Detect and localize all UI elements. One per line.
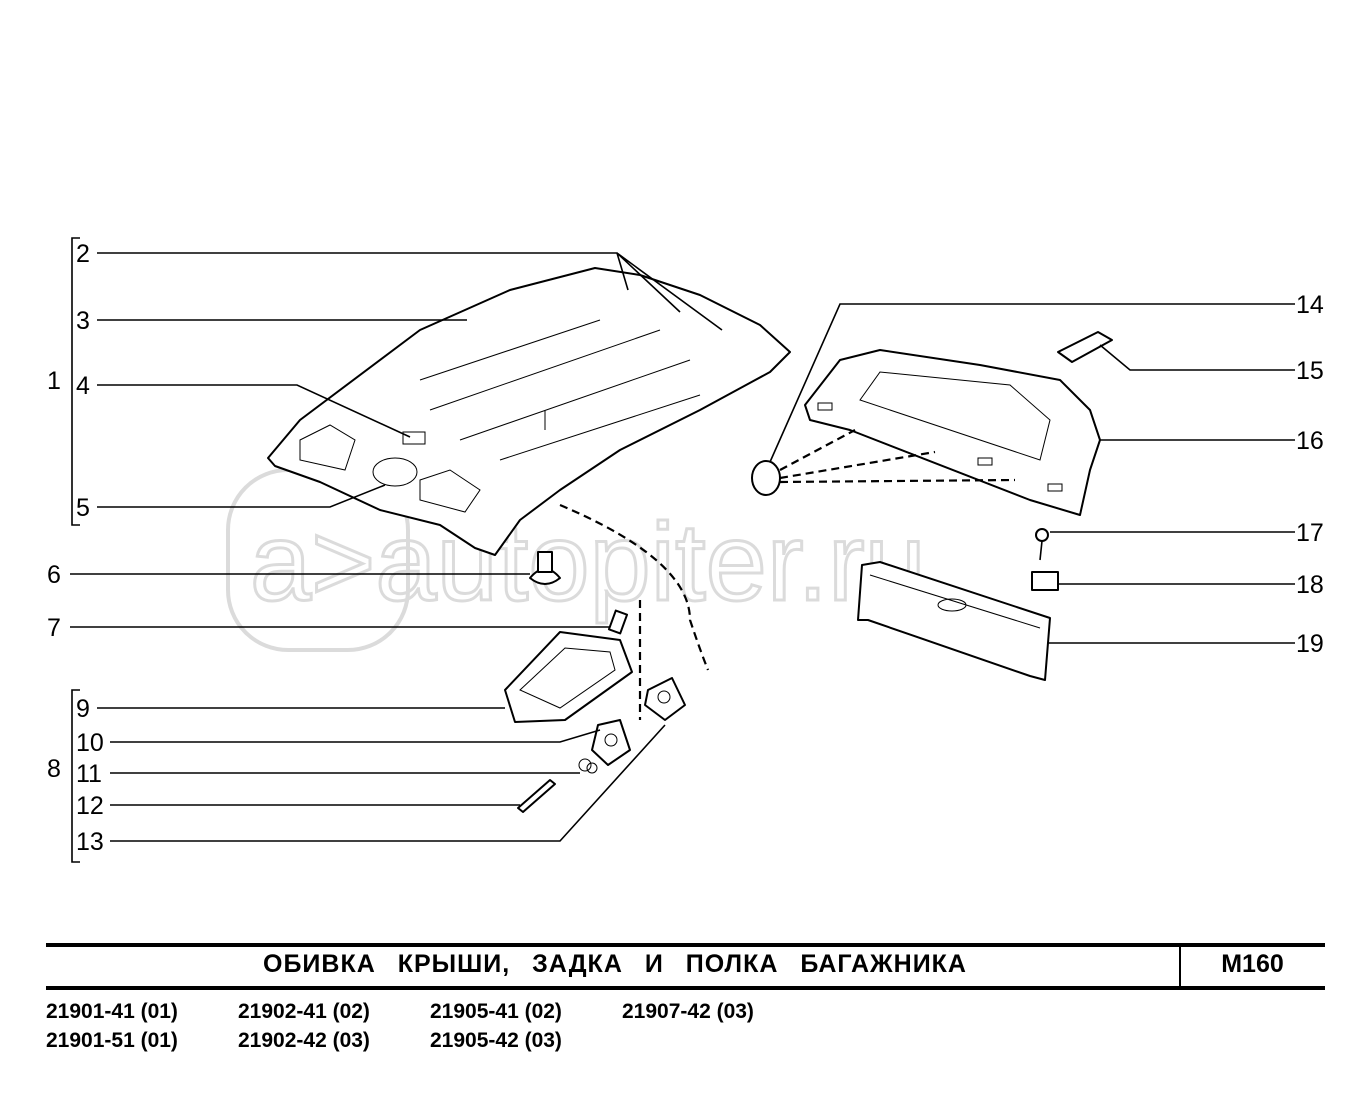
callout-19: 19 — [1296, 630, 1324, 658]
model-code: 21901-41 (01) — [46, 1000, 178, 1023]
callout-5: 5 — [76, 494, 90, 522]
pin-part-12 — [517, 779, 556, 813]
assembly-path-line — [559, 503, 710, 671]
callout-14: 14 — [1296, 291, 1324, 319]
plug-part-14 — [751, 460, 781, 496]
callout-12: 12 — [76, 792, 104, 820]
callout-16: 16 — [1296, 427, 1324, 455]
bracket-part-13 — [644, 677, 686, 721]
model-list: 21901-41 (01) 21902-41 (02) 21905-41 (02… — [46, 1000, 814, 1053]
callout-2: 2 — [76, 240, 90, 268]
model-code: 21905-42 (03) — [430, 1029, 562, 1052]
roof-headliner — [267, 267, 791, 556]
clip-part-18 — [1031, 571, 1059, 591]
screw-part-17 — [1035, 528, 1049, 561]
callout-8: 8 — [47, 755, 61, 783]
title-block-frame — [46, 943, 1325, 990]
trunk-trim-panel — [857, 561, 1051, 681]
screw-part-7 — [607, 609, 629, 635]
clip-part-6 — [529, 551, 561, 585]
model-code: 21907-42 (03) — [622, 1000, 754, 1023]
callout-1: 1 — [47, 367, 61, 395]
handle-part-9 — [504, 631, 633, 723]
leader-lines — [70, 237, 1295, 863]
arrow-lines — [779, 429, 1016, 484]
model-code: 21902-41 (02) — [238, 1000, 370, 1023]
callout-13: 13 — [76, 828, 104, 856]
callout-10: 10 — [76, 729, 104, 757]
model-code: 21902-42 (03) — [238, 1029, 370, 1052]
callout-3: 3 — [76, 307, 90, 335]
callout-7: 7 — [47, 614, 61, 642]
diagram-title: ОБИВКА КРЫШИ, ЗАДКА И ПОЛКА БАГАЖНИКА — [263, 950, 967, 978]
diagram-code: M160 — [1221, 950, 1284, 978]
callout-18: 18 — [1296, 571, 1324, 599]
callout-11: 11 — [76, 760, 102, 788]
callout-15: 15 — [1296, 357, 1324, 385]
callout-9: 9 — [76, 695, 90, 723]
callout-6: 6 — [47, 561, 61, 589]
light-part-15 — [1057, 331, 1113, 363]
watermark-logo: a>autopiter.ru — [226, 468, 927, 652]
model-code: 21901-51 (01) — [46, 1029, 178, 1052]
bracket-part-10 — [591, 719, 631, 766]
callout-17: 17 — [1296, 519, 1324, 547]
callout-4: 4 — [76, 372, 90, 400]
spring-part-11 — [578, 758, 598, 774]
model-code: 21905-41 (02) — [430, 1000, 562, 1023]
svg-text:a>autopiter.ru: a>autopiter.ru — [250, 501, 926, 624]
